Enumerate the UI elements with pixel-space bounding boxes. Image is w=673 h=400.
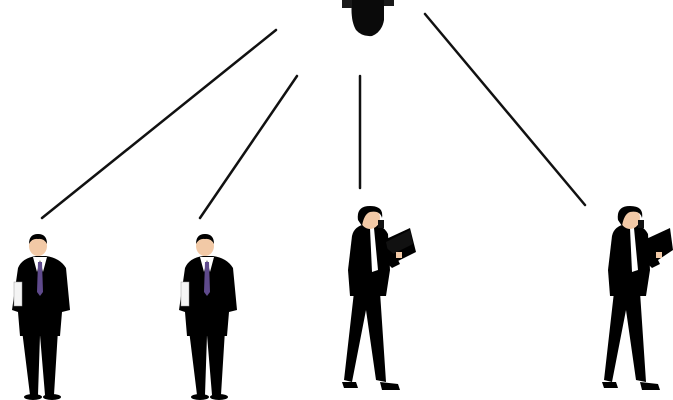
connector-lines — [42, 14, 585, 218]
businesswoman-icon-2 — [602, 206, 673, 390]
root-person-icon — [342, 0, 394, 36]
connector-line-2 — [200, 76, 297, 218]
businessman-icon-1 — [12, 234, 70, 400]
businessman-icon-2 — [179, 234, 237, 400]
businesswoman-icon-1 — [342, 206, 416, 390]
connector-line-1 — [42, 30, 276, 218]
connector-line-4 — [425, 14, 585, 205]
